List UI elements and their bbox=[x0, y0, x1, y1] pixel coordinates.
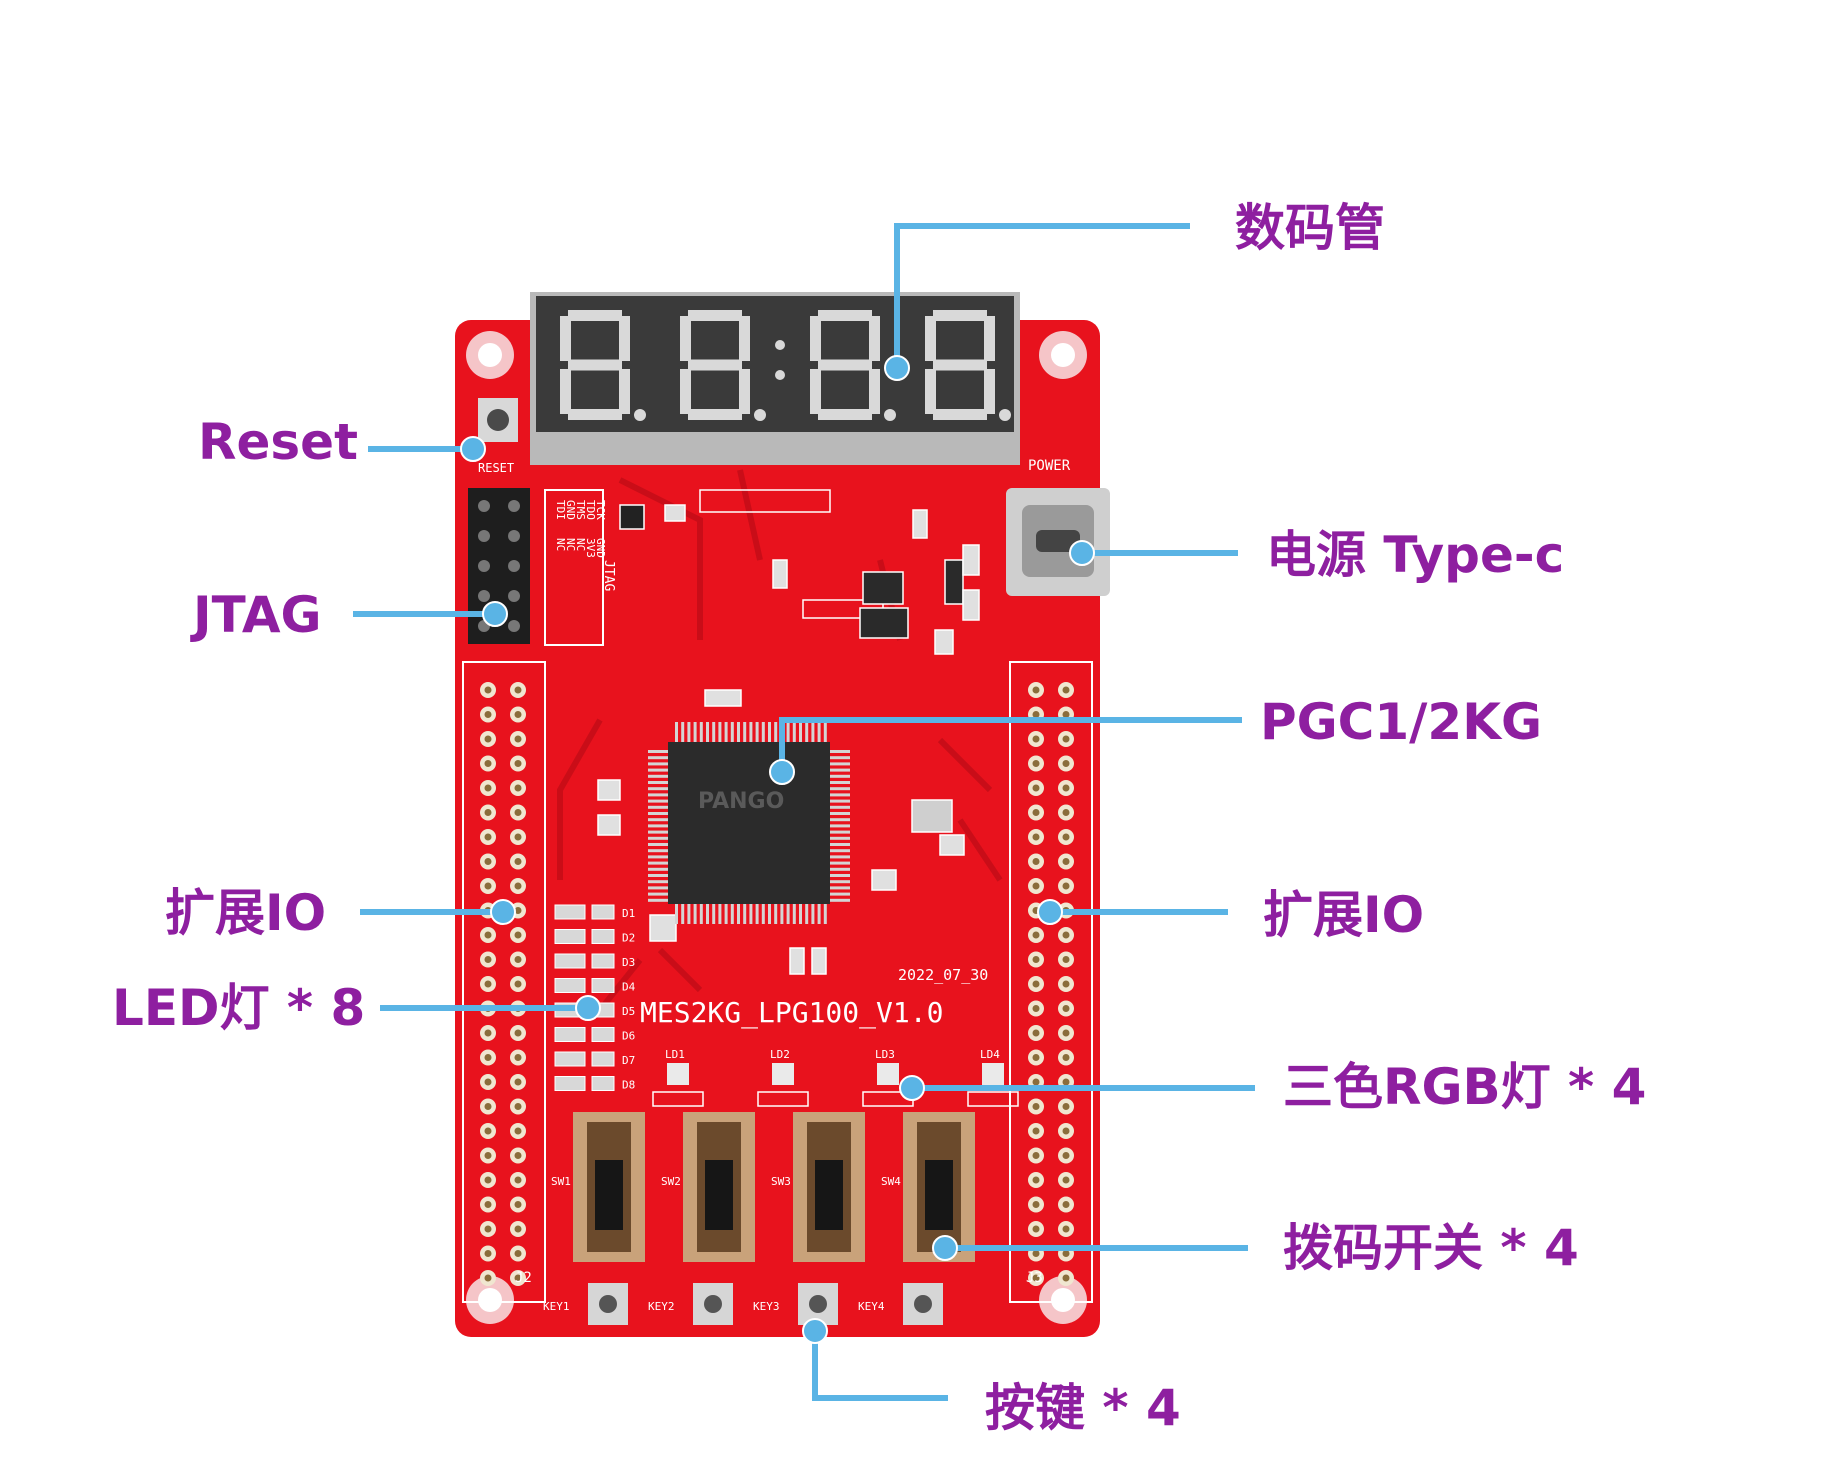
led: D7 bbox=[554, 1051, 635, 1067]
led: D1 bbox=[554, 904, 635, 920]
label-expansion-right: 扩展IO bbox=[1263, 886, 1425, 944]
jtag-pin-label: TMS bbox=[574, 500, 587, 520]
switch-label: SW4 bbox=[881, 1175, 901, 1188]
label-fpga: PGC1/2KG bbox=[1260, 693, 1543, 751]
jtag-silk: JTAG bbox=[601, 560, 616, 591]
leader-fpga bbox=[779, 717, 1242, 770]
mounting-holes bbox=[466, 331, 1087, 1324]
push-key: KEY3 bbox=[753, 1283, 838, 1325]
expansion-header-left bbox=[462, 661, 546, 1303]
connector-left-label: J2 bbox=[515, 1270, 532, 1286]
led: D3 bbox=[554, 953, 635, 969]
key-label: KEY4 bbox=[858, 1300, 885, 1313]
led: D8 bbox=[554, 1076, 635, 1092]
led-label: D2 bbox=[622, 932, 635, 945]
led-label: D4 bbox=[622, 981, 636, 994]
key-label: KEY2 bbox=[648, 1300, 675, 1313]
led: D2 bbox=[554, 929, 635, 945]
led-label: D7 bbox=[622, 1054, 635, 1067]
label-reset: Reset bbox=[198, 413, 358, 471]
rgb-led: LD1 bbox=[652, 1048, 704, 1107]
rgb-leds: LD1 LD2 LD3 LD4 bbox=[652, 1048, 1019, 1107]
display-digit bbox=[680, 310, 766, 421]
led-label: D6 bbox=[622, 1030, 635, 1043]
label-jtag: JTAG bbox=[193, 586, 322, 644]
dip-switch: SW1 bbox=[551, 1112, 645, 1262]
jtag-pin-label: TDO bbox=[584, 500, 597, 520]
leader-lines bbox=[353, 223, 1255, 1401]
expansion-header-right bbox=[1009, 661, 1093, 1303]
push-key: KEY2 bbox=[648, 1283, 733, 1325]
label-keys: 按键 * 4 bbox=[985, 1379, 1181, 1437]
jtag-pin-label: GND bbox=[594, 538, 607, 558]
seven-segment-display bbox=[530, 292, 1020, 465]
switch-label: SW2 bbox=[661, 1175, 681, 1188]
led: D6 bbox=[554, 1027, 635, 1043]
led: D4 bbox=[554, 978, 636, 994]
rgb-led: LD3 bbox=[862, 1048, 914, 1107]
rgb-led: LD4 bbox=[967, 1048, 1019, 1107]
jtag-pin-label: TCK bbox=[594, 500, 607, 520]
leader-dots bbox=[460, 355, 1095, 1344]
jtag-pin-label: NC bbox=[574, 538, 587, 551]
led-label: D5 bbox=[622, 1005, 635, 1018]
type-c-connector bbox=[1006, 488, 1110, 596]
reset-silk: RESET bbox=[478, 461, 514, 475]
dip-switches: SW1 SW2 SW3 SW4 bbox=[551, 1112, 975, 1262]
rgb-label: LD1 bbox=[665, 1048, 685, 1061]
jtag-pin-label: 3V3 bbox=[584, 538, 597, 558]
display-digit bbox=[925, 310, 1011, 421]
fpga-chip: PANGO bbox=[648, 722, 850, 924]
board-name: MES2KG_LPG100_V1.0 bbox=[640, 996, 943, 1030]
smd-components bbox=[597, 489, 980, 975]
rgb-label: LD2 bbox=[770, 1048, 790, 1061]
display-digit bbox=[810, 310, 896, 421]
push-key: KEY4 bbox=[858, 1283, 943, 1325]
display-digit bbox=[560, 310, 646, 421]
rgb-led: LD2 bbox=[757, 1048, 809, 1107]
switch-label: SW1 bbox=[551, 1175, 571, 1188]
rgb-label: LD4 bbox=[980, 1048, 1000, 1061]
push-key: KEY1 bbox=[543, 1283, 628, 1325]
dip-switch: SW4 bbox=[881, 1112, 975, 1262]
led-label: D3 bbox=[622, 956, 635, 969]
label-rgb: 三色RGB灯 * 4 bbox=[1283, 1058, 1647, 1116]
jtag-pin-label: NC bbox=[564, 538, 577, 551]
power-silk: POWER bbox=[1028, 458, 1071, 474]
dip-switch: SW3 bbox=[771, 1112, 865, 1262]
label-power: 电源 Type-c bbox=[1266, 526, 1565, 584]
key-label: KEY3 bbox=[753, 1300, 780, 1313]
connector-right-label: J3 bbox=[1026, 1270, 1043, 1286]
label-expansion-left: 扩展IO bbox=[165, 884, 327, 942]
led-label: D8 bbox=[622, 1079, 635, 1092]
board-date: 2022_07_30 bbox=[898, 966, 988, 984]
reset-button bbox=[478, 398, 518, 442]
push-keys: KEY1 KEY2 KEY3 KEY4 bbox=[543, 1283, 943, 1325]
dip-switch: SW2 bbox=[661, 1112, 755, 1262]
leader-seven-segment bbox=[894, 223, 1190, 365]
jtag-pin-labels: TDI NC GND NC TMS NC TDO 3V3 TCK GND bbox=[554, 500, 607, 558]
label-dip-switch: 拨码开关 * 4 bbox=[1283, 1219, 1579, 1277]
label-led: LED灯 * 8 bbox=[112, 979, 366, 1037]
jtag-pin-label: TDI bbox=[554, 500, 567, 520]
label-seven-segment: 数码管 bbox=[1235, 199, 1385, 257]
jtag-pin-label: NC bbox=[554, 538, 567, 551]
chip-brand: PANGO bbox=[698, 789, 784, 814]
switch-label: SW3 bbox=[771, 1175, 791, 1188]
led-label: D1 bbox=[622, 907, 635, 920]
key-label: KEY1 bbox=[543, 1300, 570, 1313]
jtag-pin-label: GND bbox=[564, 500, 577, 520]
rgb-label: LD3 bbox=[875, 1048, 895, 1061]
leader-keys bbox=[812, 1331, 948, 1401]
